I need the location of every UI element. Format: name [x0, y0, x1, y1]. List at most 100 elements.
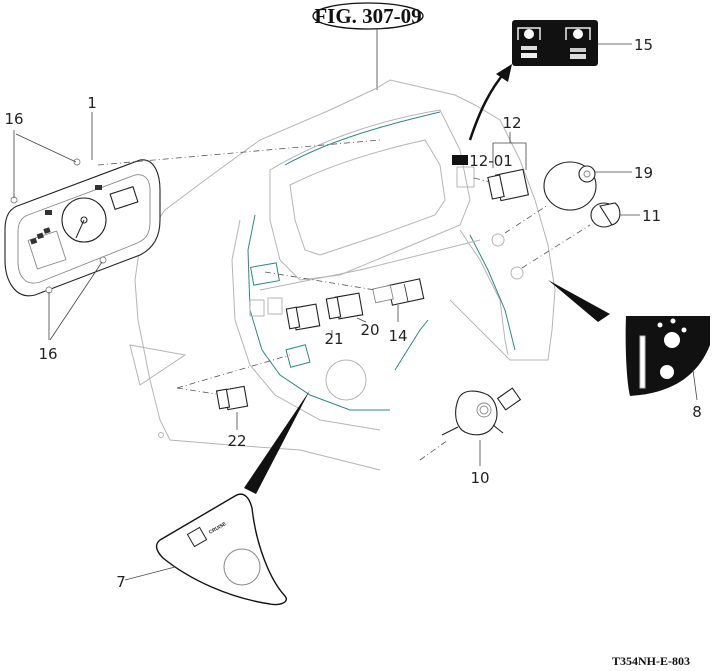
wire-harness — [394, 319, 429, 371]
decal-15-bracket-right — [565, 27, 591, 40]
switch-12: 12 12-01 — [452, 114, 530, 202]
steering-hole — [325, 359, 367, 401]
callout-21: 21 — [324, 330, 343, 348]
panel-outer-left — [134, 87, 381, 471]
arrowhead-15 — [496, 64, 512, 82]
decal-8-plate — [625, 316, 710, 396]
switch-14-divider — [403, 284, 409, 302]
off-icon — [681, 327, 687, 333]
part-10: 10 — [419, 387, 522, 487]
decal-15-plate — [512, 20, 598, 66]
knob-19-center — [583, 170, 591, 178]
console-trim-right — [469, 234, 516, 351]
lamp-icon — [36, 232, 44, 240]
decal-7-plate — [155, 493, 287, 606]
turn-signal-left-icon — [45, 210, 52, 215]
switch-10-lever-left — [441, 426, 459, 436]
console-trim-left — [247, 214, 390, 411]
leader-16-top-b — [15, 133, 77, 163]
switch-12-01-lamp — [452, 155, 468, 165]
switch-10-connector — [496, 387, 522, 411]
switch-12-body — [487, 174, 505, 200]
figure-title-badge: FIG. 307-09 — [312, 2, 424, 90]
pointer-to-decal-8 — [548, 280, 610, 322]
callout-12-01: 12-01 — [469, 152, 513, 170]
mount-slot-cruise — [285, 344, 311, 368]
switch-22-mount-line-a — [176, 387, 217, 395]
knob-11-grip — [599, 202, 621, 226]
switch-22-mount-line-b — [176, 354, 291, 389]
callout-12: 12 — [502, 114, 521, 132]
dashboard-panel — [129, 79, 556, 471]
part-19: 19 — [504, 161, 653, 234]
switch-14: 14 — [264, 271, 425, 345]
cruise-button-outline — [186, 526, 208, 548]
leader-16-bottom-b — [49, 261, 103, 341]
switch-22-body — [215, 388, 231, 410]
decal-15: 15 — [468, 20, 653, 141]
cluster-mount-line — [97, 139, 381, 166]
leader-12-bracket — [492, 142, 527, 170]
mount-hole-11 — [510, 266, 524, 280]
mount-slot-12 — [456, 166, 475, 188]
decal-15-bar — [570, 48, 586, 52]
mount-slot-3 — [267, 297, 283, 315]
switch-10-center — [479, 405, 489, 415]
part-11: 11 — [521, 202, 661, 269]
switch-10-lever-right — [492, 424, 504, 434]
decal-15-bar — [521, 46, 537, 50]
screw-16-a — [73, 158, 81, 166]
decal-8: 8 — [548, 280, 710, 421]
switch-20: 20 — [325, 292, 380, 339]
hood-trim-top — [284, 111, 441, 166]
panel-tab — [129, 344, 187, 386]
meter-opening — [289, 139, 446, 256]
gear-icon — [573, 29, 583, 39]
pointer-to-decal-7 — [244, 390, 310, 494]
title-oval — [312, 2, 424, 30]
callout-16-bottom: 16 — [38, 345, 57, 363]
mount-slot-2 — [249, 299, 265, 317]
callout-1: 1 — [87, 94, 97, 112]
console-divider — [259, 239, 481, 291]
switch-21: 21 — [285, 303, 344, 348]
switch-22: 22 — [176, 354, 291, 450]
callout-10: 10 — [470, 469, 489, 487]
switch-14-body — [372, 284, 394, 304]
callout-14: 14 — [388, 327, 407, 345]
callout-7: 7 — [116, 573, 126, 591]
callout-15: 15 — [634, 36, 653, 54]
lamp-icon — [43, 227, 51, 234]
decal-7-steering-hole — [223, 548, 261, 586]
warning-lamp-grid — [27, 227, 67, 270]
switch-10-body — [455, 390, 498, 436]
panel-screw-hole — [158, 432, 164, 438]
decal-8-slider-track — [639, 335, 646, 389]
decal-8-hole-upper — [664, 332, 680, 348]
lamp-icon — [30, 237, 38, 245]
callout-19: 19 — [634, 164, 653, 182]
knob-11-mount-line — [521, 224, 591, 269]
decal-8-hole-lower — [660, 365, 674, 379]
mount-hole-19 — [491, 233, 505, 247]
drawing-code: T354NH-E-803 — [612, 654, 690, 668]
knob-19-mount-line — [504, 204, 549, 234]
leader-8 — [692, 369, 698, 401]
console-outline-right — [459, 229, 509, 356]
switch-row-mount-line — [264, 271, 376, 291]
wiper-icon — [657, 322, 663, 328]
lcd-display — [109, 185, 139, 211]
callout-22: 22 — [227, 432, 246, 450]
arrow-to-decal-15 — [468, 71, 506, 141]
figure-title: FIG. 307-09 — [314, 4, 421, 28]
turn-signal-right-icon — [95, 185, 102, 190]
decal-15-bracket-left — [517, 27, 541, 40]
decal-15-bar — [521, 53, 537, 58]
leader-20 — [356, 317, 367, 323]
meter-hood — [269, 109, 471, 281]
switch-12-mount-line — [473, 177, 491, 183]
callout-16-top: 16 — [4, 110, 23, 128]
switch-10-mount-line — [419, 439, 449, 461]
console-outline-left — [231, 219, 381, 431]
